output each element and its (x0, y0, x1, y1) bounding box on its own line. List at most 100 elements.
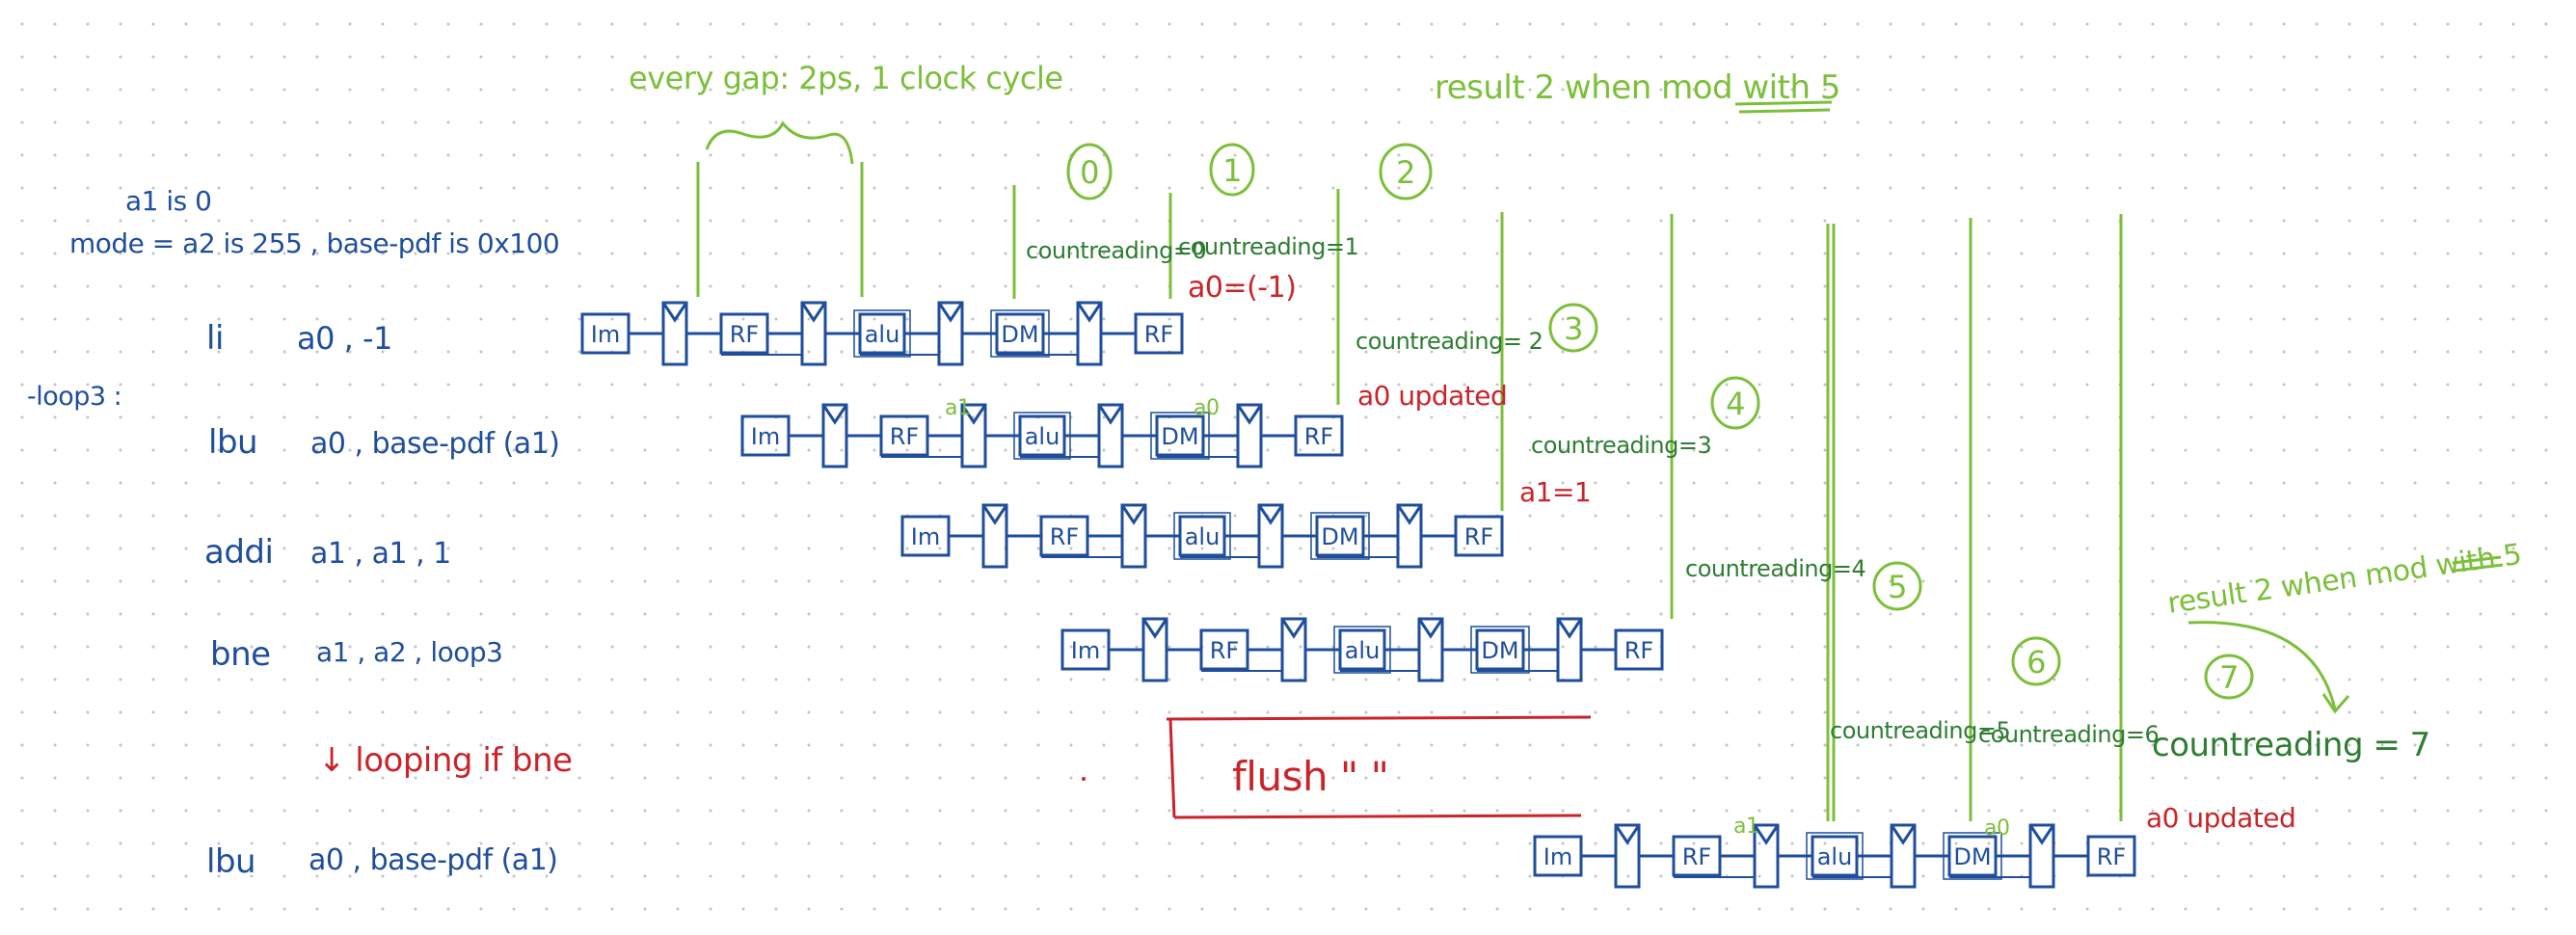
clock-lines (696, 162, 2123, 821)
clock-edge-mark (1097, 404, 1124, 425)
clock-edge-mark (1120, 504, 1147, 525)
count-6: countreading=6 (1978, 721, 2159, 748)
stage-label-dm: DM (1481, 637, 1518, 664)
clock-edge-mark (661, 302, 688, 323)
cycle-numbers: 0 1 2 3 4 5 6 7 (1080, 152, 2239, 696)
stage-box-rf (1614, 628, 1664, 671)
pipeline-register (1890, 823, 1917, 889)
instr-args-5: a0 , base-pdf (a1) (309, 843, 557, 877)
instr-op-2: lbu (208, 423, 257, 462)
looping-note: ↓ looping if bne (318, 741, 573, 780)
clock-edge-mark (981, 504, 1008, 525)
clock-edge-mark (1280, 618, 1307, 639)
stage-label-rf: RF (890, 423, 919, 450)
a1-note: a1 is 0 (125, 185, 211, 217)
stage-label-dm: DM (1161, 423, 1198, 450)
stage-box-rf (1134, 312, 1184, 355)
pipeline-register (1556, 617, 1583, 682)
result-note-top: result 2 when mod with 5 (1435, 68, 1840, 107)
stage-label-alu: alu (1185, 523, 1221, 550)
stage-label-rf: RF (730, 321, 759, 348)
pipeline-register (1614, 823, 1641, 889)
pipeline-register (2028, 823, 2055, 889)
clock-edge-mark (937, 302, 964, 323)
pipeline-register (1141, 617, 1168, 682)
clock-edge-mark (800, 302, 827, 323)
pipeline-register (1417, 617, 1444, 682)
a0-label-1: a0 (1194, 396, 1219, 420)
instr-args-3: a1 , a1 , 1 (310, 537, 451, 571)
flush-note: flush " " (1232, 753, 1388, 800)
clock-edge-mark (1890, 824, 1917, 845)
pipeline-register (661, 301, 688, 366)
a0-updated-1: a0 updated (1357, 380, 1507, 412)
count-final: countreading = 7 (2152, 726, 2430, 764)
clock-edge-mark (1556, 618, 1583, 639)
cycle-5: 5 (1888, 569, 1907, 605)
clock-edge-mark (2028, 824, 2055, 845)
cycle-3: 3 (1564, 310, 1583, 347)
count-0: countreading=0 (1026, 237, 1206, 264)
count-2: countreading= 2 (1355, 328, 1543, 355)
count-4: countreading=4 (1685, 555, 1865, 582)
pipeline-register (1120, 503, 1147, 569)
clock-edge-mark (1236, 404, 1263, 425)
pipeline-register (1076, 301, 1103, 366)
cycle-0: 0 (1080, 154, 1099, 191)
stage-box-rf (1454, 515, 1504, 557)
result-arrow (2187, 621, 2350, 714)
stage-label-alu: alu (1345, 637, 1381, 664)
instr-args-1: a0 , -1 (297, 320, 392, 357)
stage-label-rf: RF (1210, 637, 1239, 664)
clock-edge-mark (1076, 302, 1103, 323)
loop-label: -loop3 : (27, 382, 121, 412)
stage-label-rf: RF (1624, 637, 1653, 664)
stage-label-rf: RF (1050, 523, 1079, 550)
pipeline-register (821, 403, 848, 468)
stage-box-rf (2086, 835, 2136, 877)
a1-label-1: a1 (945, 396, 970, 420)
result-note-bottom: result 2 when mod with 5 (2165, 538, 2523, 621)
stage-label-rf: RF (1144, 321, 1173, 348)
stage-label-im: Im (911, 523, 940, 550)
stage-label-dm: DM (1953, 843, 1991, 870)
a1-label-2: a1 (1733, 815, 1758, 839)
cycle-4: 4 (1726, 386, 1745, 422)
a0-updated-2: a0 updated (2146, 802, 2295, 834)
flush-region: flush " " (1082, 715, 1592, 819)
stage-label-alu: alu (1025, 423, 1060, 450)
cycle-1: 1 (1222, 152, 1242, 189)
gap-annotation: every gap: 2ps, 1 clock cycle (629, 60, 1063, 165)
register-labels: a1 a0 a1 a0 (945, 396, 2010, 841)
count-labels: countreading=0 countreading=1 countreadi… (1026, 233, 2430, 764)
clock-edge-mark (1417, 618, 1444, 639)
instr-op-1: li (206, 319, 224, 358)
stage-label-rf: RF (1304, 423, 1333, 450)
stage-label-rf: RF (2097, 843, 2126, 870)
clock-edge-mark (1396, 504, 1423, 525)
clock-edge-mark (1141, 618, 1168, 639)
result-top-underline (1734, 100, 1833, 114)
a0-neg-note: a0=(-1) (1188, 271, 1296, 305)
clock-edge-mark (821, 404, 848, 425)
pipeline-register (800, 301, 827, 366)
cycle-7: 7 (2219, 659, 2239, 696)
stage-label-im: Im (591, 321, 620, 348)
a0-label-2: a0 (1984, 816, 2009, 841)
stage-label-im: Im (751, 423, 780, 450)
red-annotations: a0=(-1) a0 updated a1=1 a0 updated (1188, 271, 2296, 834)
code-listing: a1 is 0 mode = a2 is 255 , base-pdf is 0… (27, 185, 560, 881)
count-1: countreading=1 (1178, 233, 1358, 260)
stage-box-rf (1294, 414, 1344, 457)
cycle-6: 6 (2026, 644, 2046, 681)
stage-label-im: Im (1543, 843, 1572, 870)
cycle-2: 2 (1396, 154, 1415, 191)
pipeline-register (981, 503, 1008, 569)
instr-args-2: a0 , base-pdf (a1) (310, 427, 559, 461)
stage-label-im: Im (1071, 637, 1100, 664)
